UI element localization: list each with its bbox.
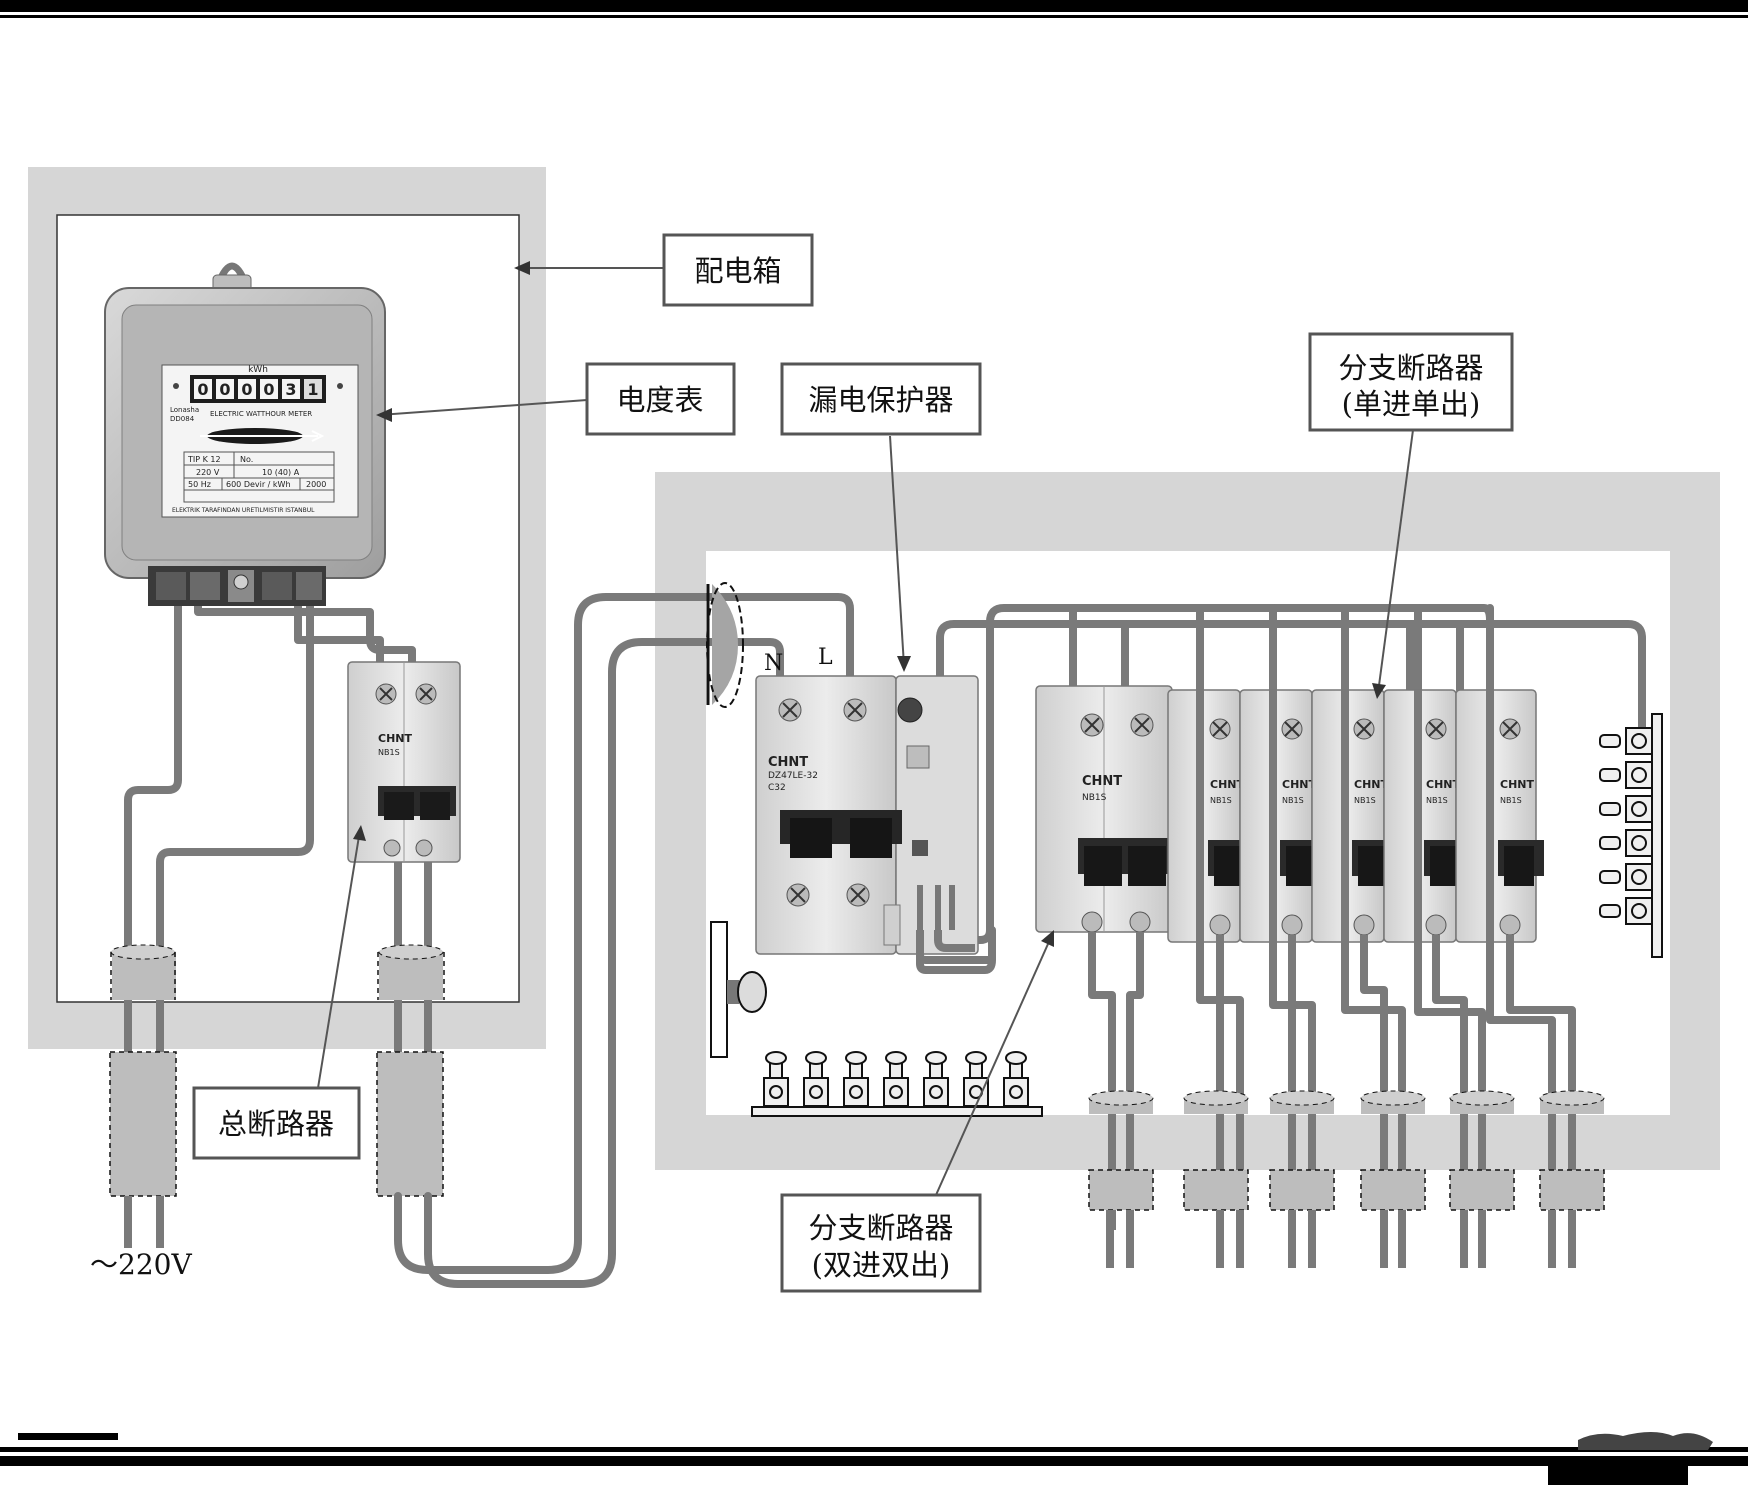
meter-plate-voltage: 220 V <box>196 468 220 477</box>
bottom-rule-thick <box>0 1456 1748 1466</box>
earth-lead-in <box>710 921 767 1058</box>
meter-plate-freq: 50 Hz <box>188 480 211 489</box>
neutral-bus-bar <box>1599 713 1663 958</box>
feed-conduit <box>376 944 445 1197</box>
meter-plate-year: 2000 <box>306 480 326 489</box>
main-breaker-brand: CHNT <box>378 732 412 745</box>
rcd-brand: CHNT <box>768 755 808 770</box>
live-label: L <box>818 645 833 670</box>
callout-main-breaker: 总断路器 <box>192 1086 361 1160</box>
meter-counter: 0 0 0 0 3 1 <box>194 379 322 399</box>
branch-single-brand: CHNT <box>1500 778 1534 791</box>
bottom-mark-right <box>1548 1466 1688 1485</box>
top-rule-thin <box>0 15 1748 18</box>
branch-breaker-double: CHNT NB1S <box>1035 685 1173 933</box>
rcd-model: DZ47LE-32 <box>768 771 818 781</box>
neutral-label: N <box>764 651 783 676</box>
callout-meter: 电度表 <box>585 362 736 436</box>
label-branch-double-note: (双进双出) <box>812 1248 951 1282</box>
branch-single-model: NB1S <box>1210 796 1232 805</box>
meter-plate-footer: ELEKTRIK TARAFINDAN URETILMISTIR ISTANBU… <box>172 507 315 514</box>
callout-branch-double: 分支断路器 (双进双出) <box>780 1193 982 1293</box>
meter-digit: 1 <box>307 380 318 399</box>
callout-distribution-box: 配电箱 <box>662 233 814 307</box>
branch-single-brand: CHNT <box>1210 778 1244 791</box>
leakage-protector: CHNT DZ47LE-32 C32 <box>755 675 979 955</box>
callout-rcd: 漏电保护器 <box>780 362 982 436</box>
label-distribution-box: 配电箱 <box>694 254 781 288</box>
meter-brand: Lonasha <box>170 406 199 414</box>
meter-title: ELECTRIC WATTHOUR METER <box>210 410 312 418</box>
top-rule <box>0 0 1748 12</box>
bottom-smudge <box>1578 1432 1713 1450</box>
meter-plate-rev: 600 Devir / kWh <box>226 480 291 489</box>
label-rcd: 漏电保护器 <box>808 383 953 417</box>
electricity-meter: kWh 0 0 0 0 3 1 Lonasha DD084 ELECTRIC W… <box>104 262 386 606</box>
label-main-breaker: 总断路器 <box>218 1107 334 1141</box>
main-breaker: CHNT NB1S <box>347 661 461 863</box>
meter-digit: 0 <box>263 380 274 399</box>
label-branch-single-title: 分支断路器 <box>1338 351 1483 385</box>
meter-digit: 0 <box>197 380 208 399</box>
label-meter: 电度表 <box>616 383 703 417</box>
branch-single-model: NB1S <box>1354 796 1376 805</box>
branch-single-model: NB1S <box>1500 796 1522 805</box>
meter-model: DD084 <box>170 415 195 423</box>
rcd-rating: C32 <box>768 783 786 793</box>
branch-single-model: NB1S <box>1282 796 1304 805</box>
meter-plate-no: No. <box>240 455 253 464</box>
meter-digit: 3 <box>285 380 296 399</box>
meter-digit: 0 <box>219 380 230 399</box>
meter-nameplate <box>183 451 335 503</box>
supply-voltage-label: ～220V <box>90 1248 192 1281</box>
meter-unit: kWh <box>248 365 268 375</box>
bottom-mark-left <box>18 1433 118 1440</box>
supply-conduit <box>109 944 177 1248</box>
cable-clamp <box>706 582 744 708</box>
ground-bus-bar <box>751 1051 1043 1117</box>
meter-plate-type: TIP K 12 <box>187 455 221 464</box>
branch-single-brand: CHNT <box>1426 778 1460 791</box>
branch-single-brand: CHNT <box>1354 778 1388 791</box>
label-branch-double-title: 分支断路器 <box>808 1211 953 1245</box>
meter-digit: 0 <box>241 380 252 399</box>
callout-leaders <box>317 267 1414 1196</box>
callout-branch-single: 分支断路器 (单进单出) <box>1308 332 1514 432</box>
label-branch-single-note: (单进单出) <box>1342 387 1481 421</box>
feed-wires <box>394 593 854 1288</box>
branch-breaker-single-5: CHNT NB1S <box>1455 689 1544 943</box>
branch-double-brand: CHNT <box>1082 774 1122 789</box>
callout-arrowheads <box>353 261 1386 947</box>
meter-plate-current: 10 (40) A <box>262 468 300 477</box>
branch-single-brand: CHNT <box>1282 778 1316 791</box>
bottom-rule <box>0 1447 1748 1452</box>
branch-double-model: NB1S <box>1082 793 1107 803</box>
branch-single-model: NB1S <box>1426 796 1448 805</box>
outgoing-conduits <box>1088 1090 1605 1268</box>
main-breaker-model: NB1S <box>378 748 400 757</box>
outgoing-wires <box>1088 690 1576 1230</box>
rcd-output-wires <box>916 930 990 964</box>
